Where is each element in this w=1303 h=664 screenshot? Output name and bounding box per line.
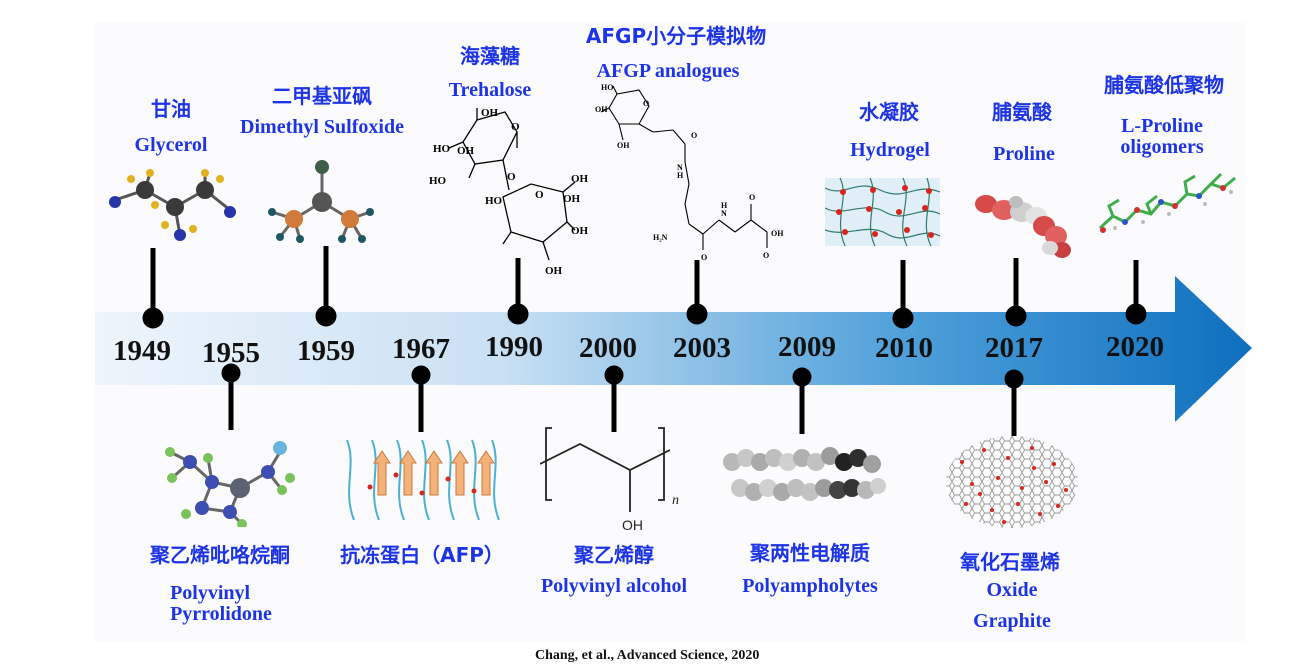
label-en-proline: Proline: [993, 143, 1055, 165]
label-en-line: Polyvinyl: [170, 582, 251, 604]
year-1959: 1959: [297, 335, 355, 367]
label-en-proline-oligomers: L-Proline oligomers: [1120, 116, 1203, 158]
label-en-line: Oxide: [986, 579, 1038, 601]
label-en-glycerol: Glycerol: [134, 134, 208, 156]
label-en-polyampholytes: Polyampholytes: [742, 575, 878, 597]
label-en-hydrogel: Hydrogel: [850, 139, 930, 161]
trehalose-label: OH: [481, 107, 499, 119]
afgp-label: H: [721, 201, 728, 210]
year-1955: 1955: [202, 337, 260, 369]
trehalose-label: HO: [485, 195, 503, 207]
pva-structure-icon: n OH: [540, 427, 679, 533]
afgp-label: OH: [771, 229, 784, 238]
afgp-label: OH: [617, 141, 630, 150]
year-2000: 2000: [579, 332, 637, 364]
label-cn-trehalose: 海藻糖: [460, 44, 520, 68]
trehalose-label: HO: [433, 143, 451, 155]
afgp-label: OH: [595, 105, 608, 114]
label-en-pva: Polyvinyl alcohol: [540, 575, 688, 597]
year-2003: 2003: [673, 332, 731, 364]
trehalose-label: OH: [457, 145, 475, 157]
label-en-dmso: Dimethyl Sulfoxide: [240, 116, 404, 138]
trehalose-label: OH: [571, 225, 589, 237]
afp-protein-icon: [346, 439, 500, 521]
label-en-afgp: AFGP analogues: [596, 60, 740, 82]
label-cn-pvp: 聚乙烯吡咯烷酮: [150, 543, 290, 567]
afgp-label: O: [691, 131, 697, 140]
polyampholyte-molecule-icon: [723, 447, 886, 501]
label-cn-hydrogel: 水凝胶: [859, 100, 919, 124]
label-cn-proline: 脯氨酸: [992, 100, 1052, 124]
trehalose-label: O: [507, 171, 516, 183]
proline-oligomer-icon: [1098, 172, 1236, 233]
afgp-label: HO: [601, 83, 613, 92]
afgp-label: N: [677, 163, 683, 172]
label-en-trehalose: Trehalose: [448, 79, 532, 101]
pvp-molecule-icon: [165, 441, 295, 527]
trehalose-label: OH: [563, 193, 581, 205]
trehalose-label: HO: [429, 175, 447, 187]
label-cn-afp: 抗冻蛋白（AFP）: [340, 543, 504, 567]
label-cn-dmso: 二甲基亚砜: [272, 84, 372, 108]
year-1990: 1990: [485, 331, 543, 363]
trehalose-label: OH: [571, 173, 589, 185]
afgp-analogue-structure-icon: HO OH O OH O N H H₂N O N H O OH O: [595, 83, 784, 262]
year-2017: 2017: [985, 332, 1043, 364]
label-en-line: Pyrrolidone: [170, 603, 272, 625]
dmso-molecule-icon: [268, 160, 374, 243]
year-1967: 1967: [392, 333, 450, 365]
afgp-label: O: [643, 99, 649, 108]
label-en-line: Graphite: [973, 610, 1051, 632]
hydrogel-network-icon: [825, 178, 940, 246]
citation: Chang, et al., Advanced Science, 2020: [535, 648, 760, 663]
label-cn-afgp: AFGP小分子模拟物: [585, 24, 767, 48]
proline-surface-icon: [975, 195, 1071, 258]
pva-hydroxyl-label: OH: [622, 517, 643, 533]
label-cn-proline-oligomers: 脯氨酸低聚物: [1104, 73, 1224, 97]
label-cn-glycerol: 甘油: [151, 97, 191, 121]
label-en-pvp: Polyvinyl Pyrrolidone: [170, 583, 272, 625]
trehalose-label: O: [535, 189, 544, 201]
glycerol-molecule-icon: [109, 169, 236, 241]
label-cn-polyampholytes: 聚两性电解质: [750, 541, 870, 565]
year-2020: 2020: [1106, 331, 1164, 363]
label-cn-graphene-oxide: 氧化石墨烯: [960, 550, 1060, 574]
afgp-label: N: [721, 209, 727, 218]
afgp-label: O: [763, 251, 769, 260]
graphene-oxide-sheet-icon: [946, 436, 1078, 528]
label-en-graphene-oxide: Oxide Graphite: [973, 580, 1051, 632]
label-en-line: L-Proline: [1121, 115, 1203, 137]
trehalose-label: O: [511, 121, 520, 133]
year-2009: 2009: [778, 331, 836, 363]
year-1949: 1949: [113, 335, 171, 367]
afgp-label: O: [749, 193, 755, 202]
afgp-label: H₂N: [653, 233, 668, 242]
afgp-label: H: [677, 171, 684, 180]
trehalose-label: OH: [545, 265, 563, 277]
pva-subscript-n: n: [672, 493, 679, 508]
afgp-label: O: [701, 253, 707, 262]
trehalose-structure-icon: OH HO OH HO O O HO O OH OH OH OH: [429, 107, 589, 277]
year-2010: 2010: [875, 332, 933, 364]
label-cn-pva: 聚乙烯醇: [574, 543, 654, 567]
label-en-line: oligomers: [1120, 136, 1204, 158]
